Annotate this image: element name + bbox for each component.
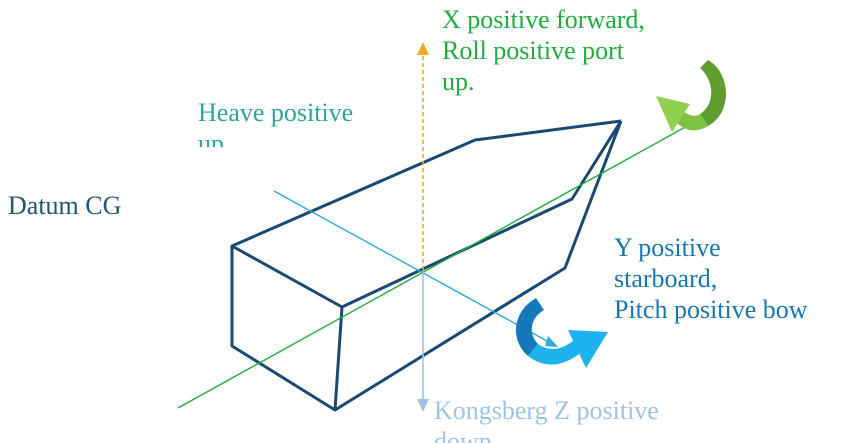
y-axis-arrowhead [545,336,558,347]
y-axis-label-line-1: Y positive [614,233,721,262]
hull-outline [230,119,623,412]
roll-arrow-head [656,96,690,132]
roll-arrow-shaft [676,112,708,131]
z-axis-label-line-2: down [434,427,492,443]
roll-rotation-arrow [656,60,727,132]
heave-label-line-2: up [198,129,224,147]
heave-label: Heave positive up [198,97,353,147]
x-axis-label-line-2: Roll positive port [442,36,624,65]
heave-arrowhead [417,42,429,55]
hull-keel-line [334,120,623,412]
y-axis-label-line-3: Pitch positive bow [614,295,808,324]
y-axis-label-line-2: starboard, [614,264,718,293]
x-axis-label: X positive forward, Roll positive port u… [442,4,645,97]
x-axis-label-line-1: X positive forward, [442,5,645,34]
z-arrowhead [417,399,429,412]
z-axis-label-line-1: Kongsberg Z positive [434,396,659,425]
pitch-arrow-head [568,330,608,368]
z-axis-label: Kongsberg Z positive down [434,395,659,443]
roll-arrow-back-ribbon [700,60,727,126]
hull-deck-edge [231,119,622,248]
datum-cg-label: Datum CG [8,191,122,220]
pitch-arrow-back-ribbon [516,298,544,356]
pitch-rotation-arrow [516,298,608,368]
y-axis-label: Y positive starboard, Pitch positive bow [614,232,808,325]
hull-sheer-line [341,120,623,309]
x-axis-label-line-3: up. [442,67,475,96]
heave-label-line-1: Heave positive [198,98,354,127]
hull-transom-face [230,244,344,412]
y-axis-line [273,190,557,347]
x-axis-line [177,109,717,409]
pitch-arrow-shaft [528,340,584,365]
